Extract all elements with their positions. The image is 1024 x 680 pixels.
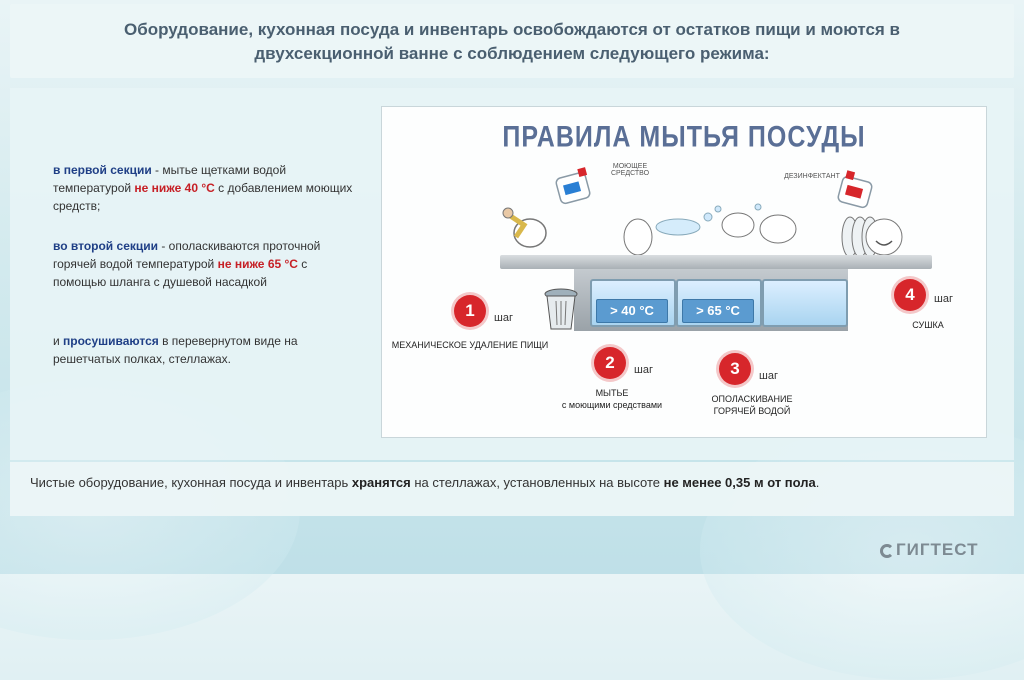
figure-title: ПРАВИЛА МЫТЬЯ ПОСУДЫ: [382, 120, 986, 155]
storage-note: Чистые оборудование, кухонная посуда и и…: [30, 475, 819, 490]
step-3-caption-line1: ОПОЛАСКИВАНИЕ: [672, 393, 832, 405]
section1-heading: в первой секции: [53, 163, 152, 177]
section1-paragraph: в первой секции - мытье щетками водой те…: [53, 161, 363, 215]
temp-label-40: > 40 °С: [596, 299, 668, 323]
person-scraping-icon: [500, 203, 560, 255]
section2-paragraph: во второй секции - ополаскиваются проточ…: [53, 237, 363, 291]
sink-basin-3: [762, 279, 848, 327]
logo-ring-icon: [880, 544, 894, 558]
step-2-caption-line2: с моющими средствами: [532, 399, 692, 411]
step-1-word: шаг: [494, 312, 513, 324]
step-3-badge: 3: [719, 353, 751, 385]
step-4-caption: СУШКА: [888, 319, 968, 331]
page-title-line2: двухсекционной ванне с соблюдением следу…: [50, 42, 974, 66]
detergent-label: МОЮЩЕЕ СРЕДСТВО: [610, 163, 650, 177]
sink-countertop: [500, 255, 932, 269]
temp-label-65: > 65 °С: [682, 299, 754, 323]
dish-stack-icon: [834, 211, 904, 261]
trash-bin-icon: [542, 287, 580, 331]
storage-note-end: .: [816, 475, 820, 490]
footer: Чистые оборудование, кухонная посуда и и…: [10, 462, 1014, 516]
step-2-word: шаг: [634, 364, 653, 376]
disinfectant-bottle-icon: [830, 169, 880, 211]
storage-note-bold1: хранятся: [352, 475, 411, 490]
storage-note-part1: Чистые оборудование, кухонная посуда и и…: [30, 475, 352, 490]
page-title-line1: Оборудование, кухонная посуда и инвентар…: [50, 18, 974, 42]
step-4-badge: 4: [894, 279, 926, 311]
washing-rules-figure: ПРАВИЛА МЫТЬЯ ПОСУДЫ МОЮЩЕЕ СРЕДСТВО ДЕЗ…: [381, 106, 987, 438]
detergent-bottle-icon: [552, 167, 602, 207]
step-2-caption: МЫТЬЕ с моющими средствами: [532, 387, 692, 411]
step-1-badge: 1: [454, 295, 486, 327]
drying-text-start: и: [53, 334, 63, 348]
step-3-caption: ОПОЛАСКИВАНИЕ ГОРЯЧЕЙ ВОДОЙ: [672, 393, 832, 417]
drying-heading: просушиваются: [63, 334, 159, 348]
step-3-word: шаг: [759, 370, 778, 382]
section2-heading: во второй секции: [53, 239, 158, 253]
step-4-word: шаг: [934, 293, 953, 305]
section2-temp: не ниже 65 °С: [218, 257, 298, 271]
step-1-caption: МЕХАНИЧЕСКОЕ УДАЛЕНИЕ ПИЩИ: [380, 339, 560, 351]
step-3-caption-line2: ГОРЯЧЕЙ ВОДОЙ: [672, 405, 832, 417]
drying-paragraph: и просушиваются в перевернутом виде на р…: [53, 332, 363, 368]
storage-note-bold2: не менее 0,35 м от пола: [664, 475, 816, 490]
storage-note-part2: на стеллажах, установленных на высоте: [411, 475, 664, 490]
step-2-badge: 2: [594, 347, 626, 379]
header: Оборудование, кухонная посуда и инвентар…: [10, 4, 1014, 78]
page-title: Оборудование, кухонная посуда и инвентар…: [50, 18, 974, 66]
section1-temp: не ниже 40 °С: [134, 181, 214, 195]
brand-logo-text: ГИГТЕСТ: [896, 540, 978, 559]
brand-logo: ГИГТЕСТ: [880, 540, 978, 560]
step-2-caption-line1: МЫТЬЕ: [532, 387, 692, 399]
